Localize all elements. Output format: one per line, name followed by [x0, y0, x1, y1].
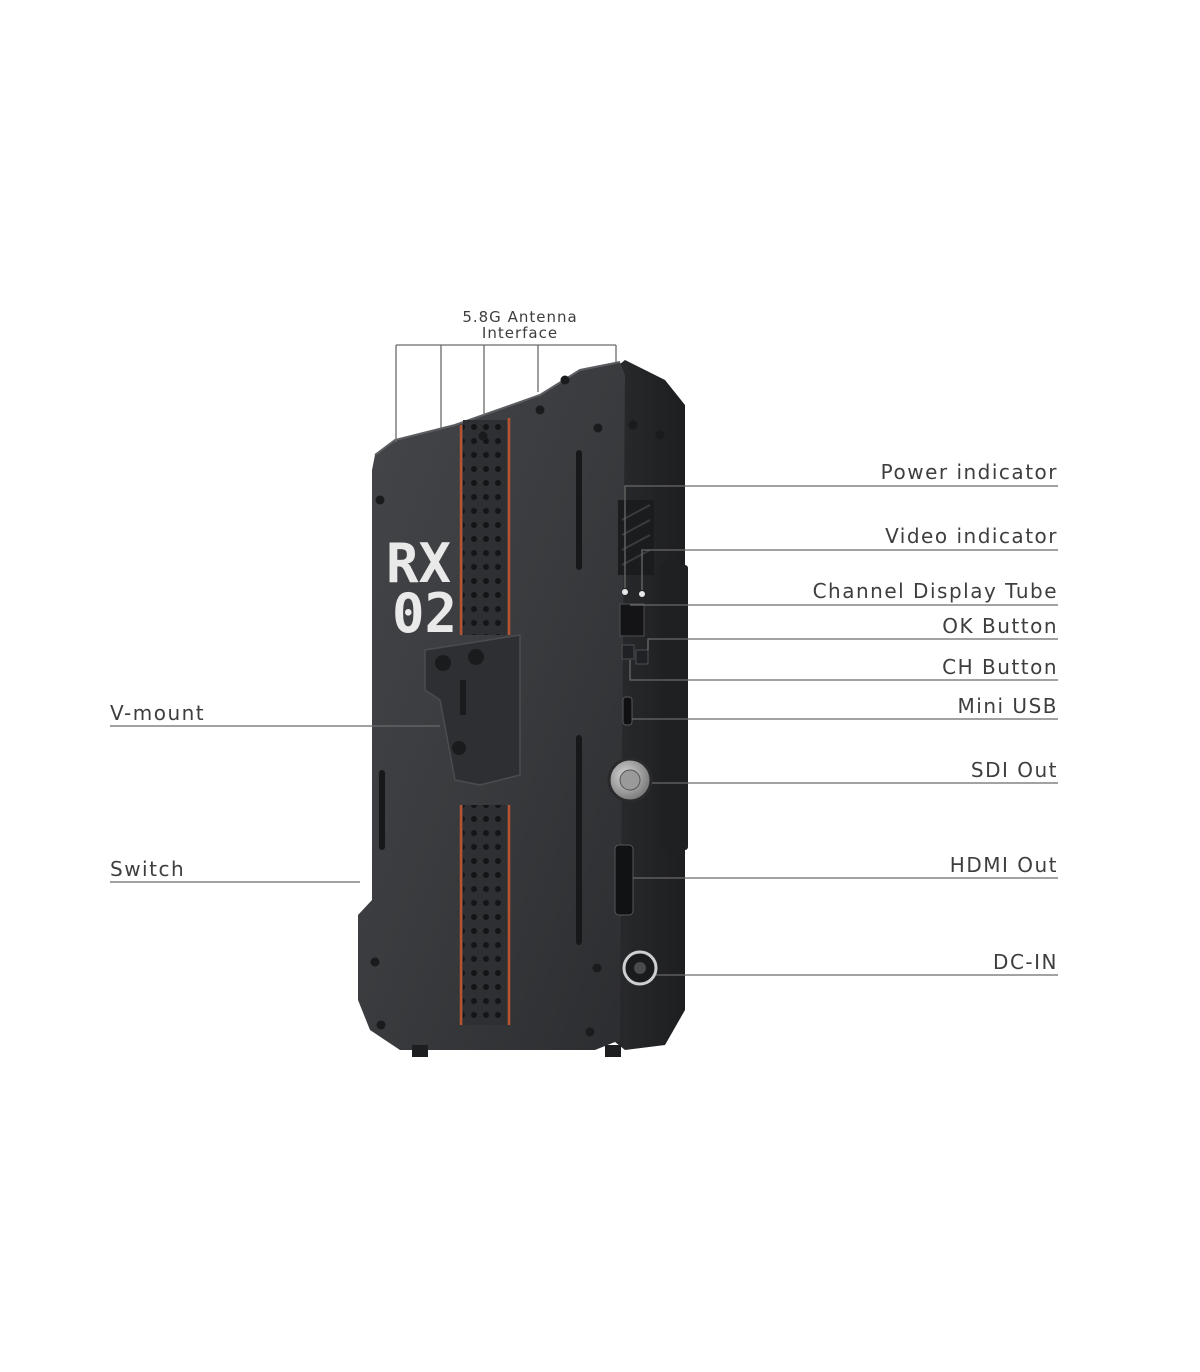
- vent-strip-top: [459, 418, 511, 635]
- mini-usb-port[interactable]: [622, 696, 633, 726]
- label-ch-button: CH Button: [942, 655, 1058, 679]
- feet: [412, 1045, 621, 1057]
- device-logo: RX 02: [386, 532, 457, 645]
- callout-labels: 5.8G Antenna Interface Power indicator V…: [110, 308, 1058, 974]
- label-video-indicator: Video indicator: [885, 524, 1058, 548]
- ch-button[interactable]: [635, 649, 649, 665]
- v-mount-plate: [424, 634, 521, 786]
- label-dc-in: DC-IN: [993, 950, 1058, 974]
- label-antenna-line2: Interface: [482, 324, 558, 342]
- screws: [370, 375, 665, 1037]
- hdmi-port[interactable]: [614, 844, 634, 916]
- vent-strip-bottom: [459, 805, 511, 1025]
- label-power-indicator: Power indicator: [881, 460, 1058, 484]
- label-channel-display-tube: Channel Display Tube: [813, 579, 1058, 603]
- side-plate: [660, 565, 688, 850]
- ok-button[interactable]: [621, 644, 635, 660]
- vent-slots: [379, 450, 582, 945]
- side-controls: [607, 500, 658, 986]
- label-sdi-out: SDI Out: [971, 758, 1058, 782]
- leader-lines: [110, 344, 1058, 976]
- logo-line2: 02: [392, 582, 457, 645]
- label-antenna-line1: 5.8G Antenna: [462, 308, 577, 326]
- label-ok-button: OK Button: [942, 614, 1058, 638]
- label-mini-usb: Mini USB: [958, 694, 1058, 718]
- logo-line1: RX: [386, 532, 451, 595]
- channel-display: [619, 603, 645, 637]
- label-hdmi-out: HDMI Out: [950, 853, 1058, 877]
- label-v-mount: V-mount: [110, 701, 205, 725]
- power-led: [622, 589, 628, 595]
- video-led: [639, 591, 645, 597]
- label-switch: Switch: [110, 857, 185, 881]
- rx02-device: RX 02: [358, 360, 688, 1057]
